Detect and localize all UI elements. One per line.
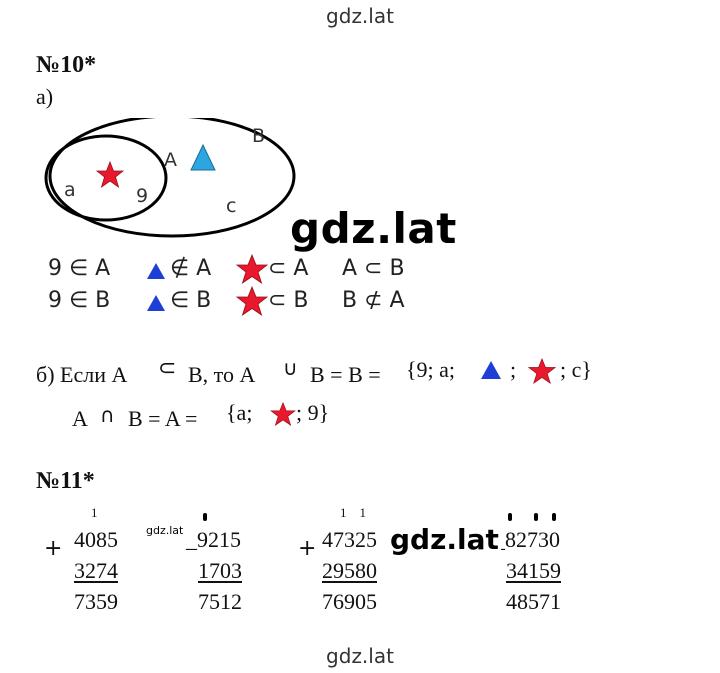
task-10-number: №10* <box>36 52 97 78</box>
operand-1: _9215 <box>186 527 241 552</box>
union-set-separator: ; <box>510 357 517 382</box>
watermark-medium: gdz.lat <box>388 523 501 556</box>
plus-sign: + <box>44 536 63 561</box>
relation-star-subset-b: ⊂ B <box>268 288 309 313</box>
result: 48571 <box>506 589 561 614</box>
triangle-icon <box>147 263 165 279</box>
star-icon <box>95 160 125 188</box>
task-11-number: №11* <box>36 468 95 494</box>
subset-symbol: ⊂ <box>158 356 177 381</box>
star-icon <box>236 254 268 284</box>
intersection-symbol: ∩ <box>100 403 115 427</box>
part-b-equality: B = B = <box>310 362 381 387</box>
set-b-label: B <box>252 125 265 147</box>
intersection-set-open: {a; <box>226 400 253 425</box>
carry-digits: 1 1 <box>340 505 366 520</box>
relation-9-in-b: 9 ∈ B <box>48 288 111 313</box>
relation-a-subset-b: A ⊂ B <box>342 256 405 281</box>
star-icon <box>270 402 296 426</box>
relation-triangle-not-in-a: ∉ A <box>170 256 212 281</box>
set-b-ellipse <box>48 118 296 238</box>
watermark-small: gdz.lat <box>146 524 184 537</box>
operand-2: 3274 <box>74 558 118 583</box>
watermark-large: gdz.lat <box>290 204 457 253</box>
watermark-top: gdz.lat <box>326 4 394 28</box>
subtraction-column-1: _9215 1703 7512 <box>186 524 242 617</box>
operand-2: 34159 <box>506 558 561 583</box>
venn-diagram: B A a 9 c <box>44 118 296 238</box>
union-set-close: ; c} <box>560 357 592 382</box>
operand-1: 47325 <box>322 527 377 552</box>
result: 7512 <box>198 589 242 614</box>
relation-star-subset-a: ⊂ A <box>268 256 309 281</box>
intersection-set-close: ; 9} <box>296 400 330 425</box>
operand-2: 29580 <box>322 558 377 583</box>
star-icon <box>236 286 268 316</box>
operand-2: 1703 <box>198 558 242 583</box>
result: 7359 <box>74 589 118 614</box>
part-b-condition: б) Если A <box>36 362 128 387</box>
part-b-line2-a: A <box>72 406 88 431</box>
result: 76905 <box>322 589 377 614</box>
plus-sign: + <box>298 536 317 561</box>
element-9: 9 <box>136 185 148 207</box>
borrow-dot <box>203 513 207 521</box>
relation-b-not-subset-a: B ⊄ A <box>342 288 405 313</box>
union-symbol: ∪ <box>283 356 298 380</box>
star-icon <box>528 358 556 384</box>
borrow-dot <box>508 513 512 521</box>
triangle-icon <box>147 295 165 311</box>
triangle-icon <box>481 361 501 379</box>
borrow-dot <box>552 513 556 521</box>
carry-digit: 1 <box>91 505 98 520</box>
part-b-intersection-equality: B = A = <box>128 406 198 431</box>
relation-triangle-in-b: ∈ B <box>170 288 212 313</box>
borrow-dot <box>534 513 538 521</box>
union-set-open: {9; a; <box>406 357 456 382</box>
operand-1: 4085 <box>74 527 118 552</box>
task-10-part-a: а) <box>36 84 54 109</box>
element-c: c <box>226 195 236 217</box>
relation-9-in-a: 9 ∈ A <box>48 256 111 281</box>
triangle-icon <box>190 143 216 171</box>
addition-column-2: 47325 29580 76905 <box>322 524 377 617</box>
set-a-label: A <box>164 149 177 171</box>
watermark-bottom: gdz.lat <box>326 644 394 668</box>
part-b-union-text: B, то A <box>188 362 256 387</box>
element-a: a <box>64 179 76 201</box>
addition-column-1: 4085 3274 7359 <box>74 524 118 617</box>
subtraction-column-2: _82730 34159 48571 <box>494 524 561 617</box>
operand-1: _82730 <box>494 527 560 552</box>
set-a-ellipse <box>44 134 168 222</box>
